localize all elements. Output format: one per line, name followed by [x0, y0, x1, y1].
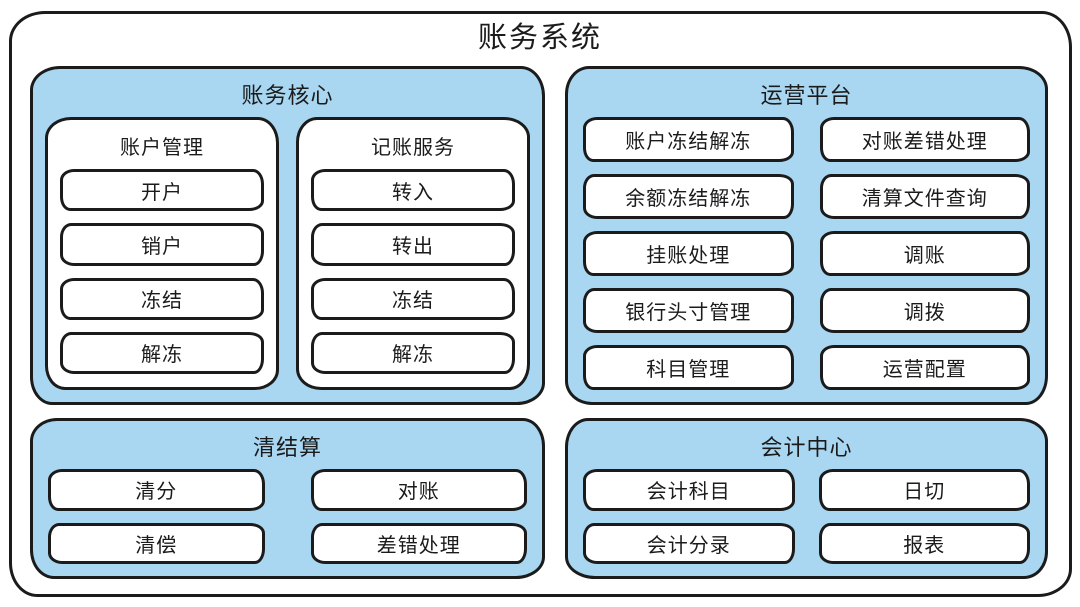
diagram-node: 报表: [818, 522, 1030, 564]
accounting-columns: 会计科目 会计分录 日切 报表: [579, 469, 1034, 564]
diagram-node: 银行头寸管理: [583, 288, 794, 333]
diagram-node: 清算文件查询: [819, 174, 1030, 219]
column: 日切 报表: [818, 469, 1030, 564]
diagram-node: 挂账处理: [583, 231, 794, 276]
group-bookkeeping-service: 记账服务 转入 转出 冻结 解冻: [296, 117, 530, 390]
diagram-layout: 账务核心 账户管理 开户 销户 冻结 解冻 记账服务 转入 转出 冻结 解冻: [30, 66, 1048, 579]
diagram-node: 清分: [48, 469, 265, 511]
diagram-node: 对账: [310, 469, 527, 511]
diagram-node: 解冻: [311, 331, 515, 374]
diagram-node: 销户: [60, 223, 264, 266]
column: 对账 差错处理: [310, 469, 527, 564]
section-operations-platform: 运营平台 账户冻结解冻 余额冻结解冻 挂账处理 银行头寸管理 科目管理 对账差错…: [565, 66, 1048, 405]
page-title: 账务系统: [477, 22, 602, 54]
diagram-node: 差错处理: [310, 522, 527, 564]
diagram-node: 转入: [311, 169, 515, 212]
section-title: 清结算: [252, 435, 322, 460]
operations-columns: 账户冻结解冻 余额冻结解冻 挂账处理 银行头寸管理 科目管理 对账差错处理 清算…: [579, 117, 1034, 390]
section-title: 账务核心: [241, 83, 334, 108]
column: 对账差错处理 清算文件查询 调账 调拨 运营配置: [819, 117, 1030, 390]
diagram-node: 调拨: [819, 288, 1030, 333]
group-title: 记账服务: [371, 137, 455, 159]
diagram-node: 日切: [818, 469, 1030, 511]
section-accounting-core: 账务核心 账户管理 开户 销户 冻结 解冻 记账服务 转入 转出 冻结 解冻: [30, 66, 545, 405]
group-items: 转入 转出 冻结 解冻: [311, 169, 515, 374]
section-title: 会计中心: [760, 435, 853, 460]
diagram-node: 会计科目: [583, 469, 795, 511]
diagram-node: 冻结: [60, 277, 264, 320]
diagram-node: 调账: [819, 231, 1030, 276]
section-accounting-center: 会计中心 会计科目 会计分录 日切 报表: [565, 418, 1048, 579]
column: 清分 清偿: [48, 469, 265, 564]
column: 账户冻结解冻 余额冻结解冻 挂账处理 银行头寸管理 科目管理: [583, 117, 794, 390]
section-title: 运营平台: [760, 83, 853, 108]
diagram-node: 解冻: [60, 331, 264, 374]
diagram-node: 余额冻结解冻: [583, 174, 794, 219]
clearing-columns: 清分 清偿 对账 差错处理: [44, 469, 531, 564]
group-account-management: 账户管理 开户 销户 冻结 解冻: [45, 117, 279, 390]
core-groups: 账户管理 开户 销户 冻结 解冻 记账服务 转入 转出 冻结 解冻: [44, 117, 531, 390]
diagram-node: 清偿: [48, 522, 265, 564]
diagram-node: 账户冻结解冻: [583, 117, 794, 162]
group-title: 账户管理: [120, 137, 204, 159]
column: 会计科目 会计分录: [583, 469, 795, 564]
diagram-node: 对账差错处理: [819, 117, 1030, 162]
diagram-node: 开户: [60, 169, 264, 212]
diagram-node: 运营配置: [819, 345, 1030, 390]
diagram-node: 科目管理: [583, 345, 794, 390]
diagram-node: 冻结: [311, 277, 515, 320]
section-clearing-settlement: 清结算 清分 清偿 对账 差错处理: [30, 418, 545, 579]
diagram-node: 转出: [311, 223, 515, 266]
group-items: 开户 销户 冻结 解冻: [60, 169, 264, 374]
diagram-node: 会计分录: [583, 522, 795, 564]
